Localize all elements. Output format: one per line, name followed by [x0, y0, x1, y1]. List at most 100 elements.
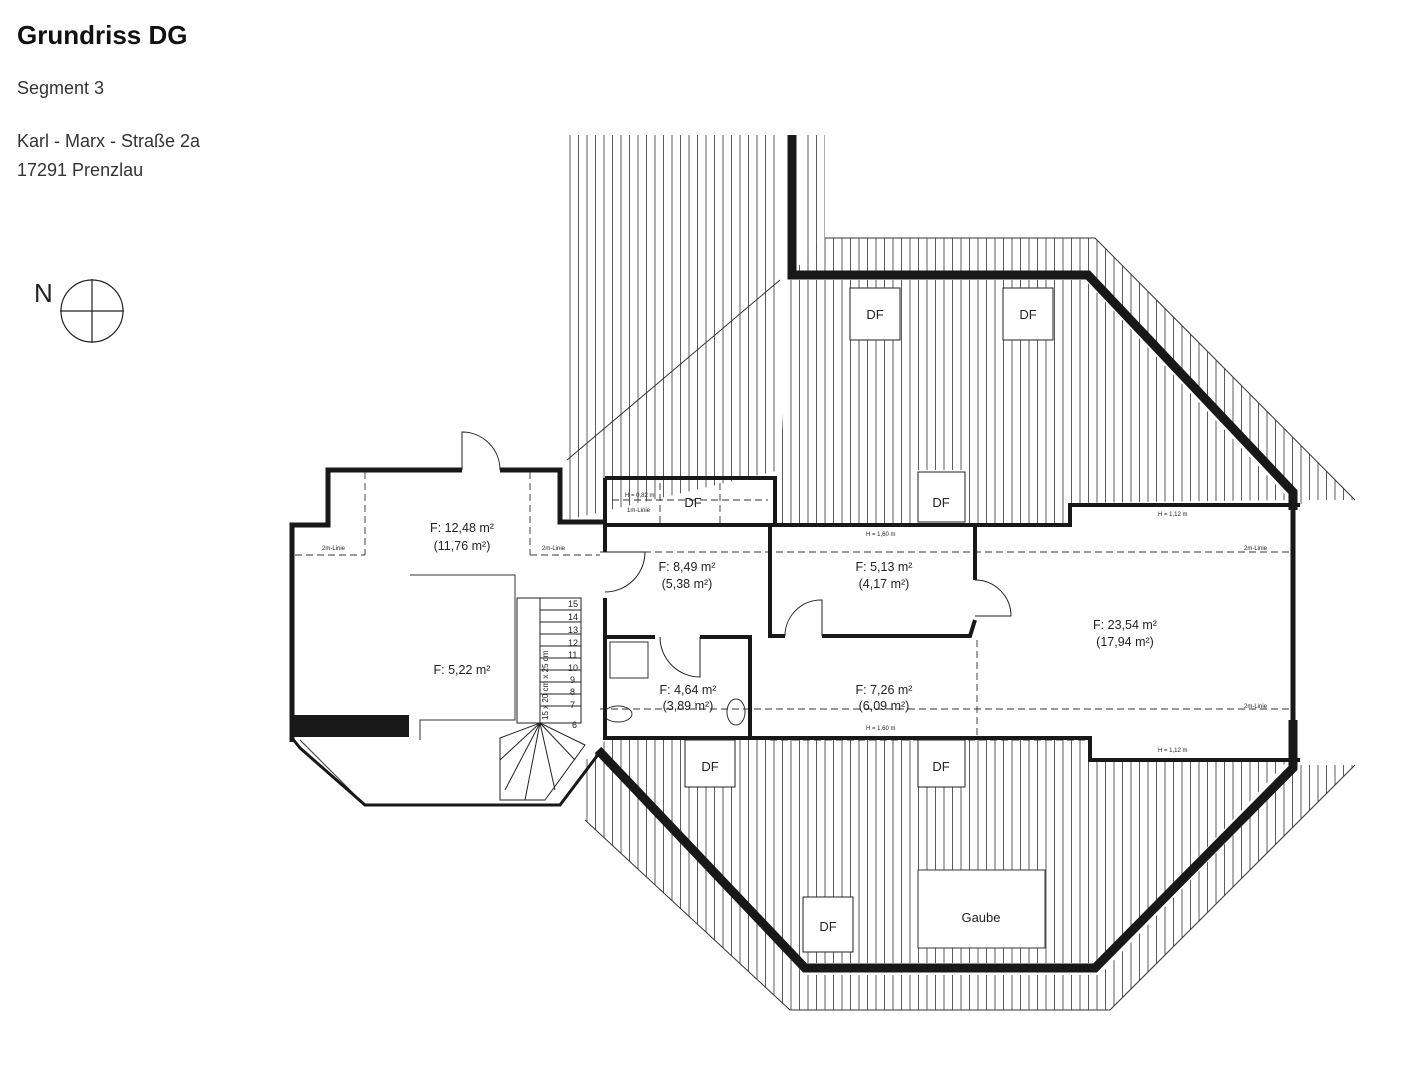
stair-void: [410, 574, 516, 740]
line-note: 2m-Linie: [542, 546, 566, 552]
bathtub-end: [603, 705, 633, 723]
winder-step: [539, 722, 556, 791]
room-net-area: (6,09 m²): [859, 699, 910, 713]
thin-outlines: [299, 237, 1356, 1011]
skylight-label: DF: [932, 759, 949, 774]
roof-hatch-west-slope: [567, 280, 780, 520]
skylight-label: DF: [684, 495, 701, 510]
dormer-box: [917, 869, 1046, 949]
wall-north-hall: [500, 467, 605, 525]
walls: [594, 135, 1298, 973]
room-area: F: 7,26 m²: [856, 683, 913, 697]
winder-step: [504, 722, 541, 791]
line-note: 2m-Linie: [322, 546, 346, 552]
wall-west-room: [289, 467, 462, 742]
stair-number: 15: [568, 599, 578, 609]
door-room-849: [604, 551, 646, 593]
roof-hatch-south: [598, 740, 1290, 963]
skylights: [684, 287, 1054, 953]
skylight-box: [1002, 287, 1054, 341]
stair-run-box: [516, 597, 582, 724]
height-annotations: H = 0,82 m 1m-Linie 2m-Linie 2m-Linie 2m…: [322, 493, 1268, 754]
wall-chimney-block: [292, 715, 409, 737]
line-note: 1m-Linie: [627, 508, 651, 514]
stair-number: 8: [570, 687, 575, 697]
wall-room-513-south: [822, 619, 977, 638]
stair-number: 6: [572, 720, 577, 730]
skylight-box: [917, 739, 966, 788]
line-note: 2m-Linie: [1244, 546, 1268, 552]
winder-step: [539, 722, 576, 761]
room-area: F: 8,49 m²: [659, 560, 716, 574]
room-net-area: (3,89 m²): [663, 699, 714, 713]
room-area: F: 23,54 m²: [1093, 618, 1157, 632]
door-room-2354: [974, 579, 1012, 617]
height-note: H = 1,12 m: [1158, 748, 1188, 754]
roof-hatch-west-ridge: [567, 135, 780, 460]
line-note: 2m-Linie: [1244, 704, 1268, 710]
wall-bay: [290, 737, 602, 807]
wall-knee-south: [750, 736, 1300, 762]
roof-hatch-north-eave: [790, 238, 1355, 505]
room-net-area: (11,76 m²): [434, 539, 491, 553]
roof-hatch-ridge-strip: [805, 135, 825, 260]
wall-bath: [603, 598, 750, 740]
room-area: F: 5,22 m²: [434, 663, 491, 677]
wall-storage: [605, 476, 777, 525]
wall-room-849-east: [768, 525, 785, 638]
wall-south-outer: [594, 720, 1298, 973]
roof-hatch-north: [780, 280, 1290, 523]
city-address: 17291 Prenzlau: [17, 160, 144, 180]
skylight-label: DF: [701, 759, 718, 774]
stair-number: 11: [568, 650, 577, 660]
page-title: Grundriss DG: [17, 20, 188, 50]
stair-number: 10: [568, 663, 578, 673]
stair-number: 12: [568, 638, 578, 648]
stair-number: 14: [568, 612, 578, 622]
stair-spec: 15 x 20 cm x 25 cm: [541, 650, 550, 720]
dormer-label: Gaube: [961, 910, 1000, 925]
segment-label: Segment 3: [17, 78, 105, 98]
room-area: F: 4,64 m²: [660, 683, 717, 697]
skylight-label: DF: [932, 495, 949, 510]
stair-number: 9: [570, 675, 575, 685]
bay-outline: [299, 739, 560, 806]
north-label: N: [34, 278, 53, 308]
height-note: H = 1,60 m: [866, 532, 896, 538]
height-note: H = 1,12 m: [1158, 512, 1188, 518]
stair-number: 7: [570, 700, 575, 710]
staircase: [499, 597, 586, 801]
skylight-box: [849, 287, 901, 341]
room-labels: F: 12,48 m² (11,76 m²) F: 5,22 m² F: 8,4…: [430, 521, 1157, 713]
hip-line-west: [566, 279, 781, 461]
street-address: Karl - Marx - Straße 2a: [17, 131, 201, 151]
room-net-area: (5,38 m²): [662, 577, 713, 591]
room-area: F: 5,13 m²: [856, 560, 913, 574]
skylight-label: DF: [819, 919, 836, 934]
stair-winder: [499, 722, 586, 801]
stair-numbers: 15 14 13 12 11 10 9 8 7 6: [568, 599, 578, 730]
skylight-box: [684, 739, 736, 788]
stair-number: 13: [568, 625, 578, 635]
skylight-box: [802, 896, 854, 953]
wall-knee-north: [605, 503, 1300, 527]
wall-bath-east: [700, 635, 752, 738]
winder-step: [524, 722, 541, 801]
eave-line-north: [825, 237, 1356, 501]
door-room-726: [784, 599, 823, 637]
door-bath: [659, 636, 701, 678]
wall-north-outer: [787, 135, 1298, 510]
north-compass: N: [34, 278, 124, 343]
shower-tray: [609, 641, 649, 679]
room-area: F: 12,48 m²: [430, 521, 494, 535]
skylight-label: DF: [866, 307, 883, 322]
skylight-label: DF: [1019, 307, 1036, 322]
room-net-area: (4,17 m²): [859, 577, 910, 591]
eave-line-south: [584, 764, 1356, 1011]
interior-walls: [289, 467, 1300, 807]
toilet: [726, 698, 746, 726]
winder-step: [499, 722, 541, 761]
room-net-area: (17,94 m²): [1096, 635, 1154, 649]
doors: [461, 431, 1012, 678]
